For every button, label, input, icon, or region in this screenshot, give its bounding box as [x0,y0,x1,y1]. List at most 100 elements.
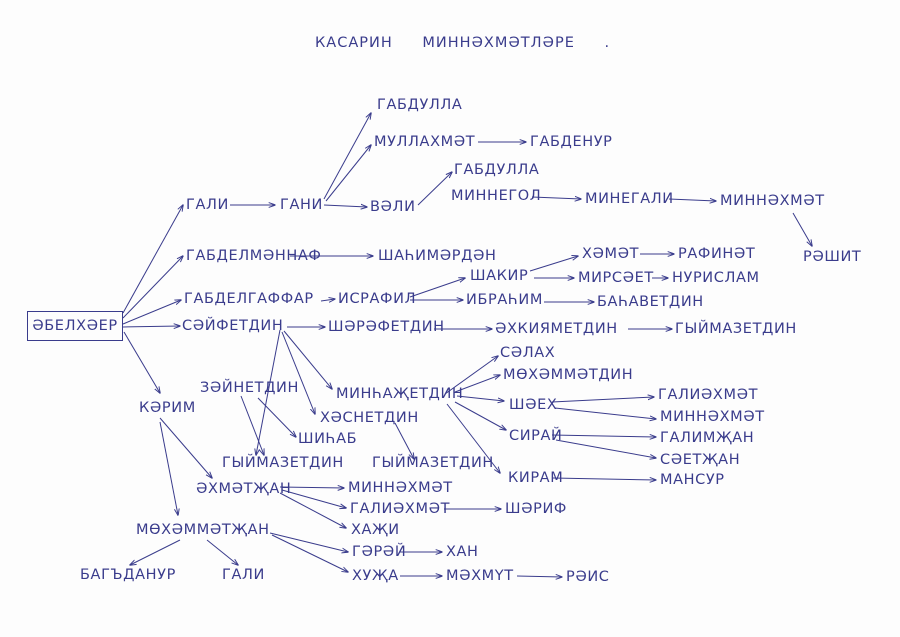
node-gabdelgaffar: ГАБДЕЛГАФФАР [184,291,314,307]
node-mukhammatdin: МӨХӘММӘТДИН [503,367,634,383]
node-shihab: ШИҺАБ [298,431,358,447]
node-karim: КӘРИМ [139,400,196,416]
edge-arrow [123,331,160,393]
edge-arrow [555,439,656,458]
edge-arrow [668,199,716,201]
node-gyimazetdin-1: ГЫЙМАЗЕТДИН [675,321,797,337]
node-israfil: ИСРАФИЛ [338,291,417,307]
node-galimjan: ГАЛИМҖАН [660,430,755,446]
node-garai: ГӘРӘЙ [352,544,407,560]
edge-arrow [394,422,414,459]
node-mullakhmat: МУЛЛАХМӘТ [374,134,476,150]
node-shaekh: ШӘЕХ [509,397,558,413]
node-sharif: ШӘРИФ [505,501,567,517]
node-gyimazetdin-3: ГЫЙМАЗЕТДИН [372,455,494,471]
node-gabdelmannaf: ГАБДЕЛМӘННАФ [186,248,322,264]
edge-arrow [792,212,812,246]
node-nurislam: НУРИСЛАМ [672,270,760,286]
edge-arrow [323,113,371,200]
node-sharafetdin: ШӘРӘФЕТДИН [328,319,445,335]
edge-arrow [159,417,212,478]
node-mansur: МАНСУР [660,472,725,488]
node-saetjan: СӘЕТҖАН [660,452,741,468]
node-minnegol: МИННЕГОЛ [451,188,542,204]
edge-arrow [206,539,238,565]
node-galiakhmat-1: ГАЛИӘХМӘТ [658,387,759,403]
node-mirsaet: МИРСӘЕТ [578,270,654,286]
node-salakh: СӘЛАХ [500,345,556,361]
edge-arrow [257,397,296,437]
node-minegali: МИНЕГАЛИ [585,191,674,207]
edge-arrow [529,256,578,272]
root-node: ӘБЕЛХӘЕР [27,311,123,341]
edge-arrow [271,534,348,572]
node-ibrahim: ИБРАҺИМ [466,292,543,308]
edge-arrow [320,299,335,301]
node-rafinat: РАФИНӘТ [678,246,756,262]
diagram-title: КАСАРИН МИННӘХМӘТЛӘРЕ . [315,35,611,51]
node-gabdulla-1: ГАБДУЛЛА [377,97,463,113]
node-minnakhmat-1: МИННӘХМӘТ [720,193,825,209]
node-shakir: ШАКИР [470,268,529,284]
node-rais: РӘИС [566,569,610,585]
node-akhmatjan: ӘХМӘТҖАН [196,481,292,497]
node-gali-1: ГАЛИ [186,197,229,213]
edge-arrow [279,492,346,528]
node-mukhammatjan: МӨХӘММӘТҖАН [136,522,270,538]
node-gali-2: ГАЛИ [222,567,265,583]
edge-arrow [409,278,465,298]
edge-arrow [444,356,498,395]
node-shahimardan: ШАҺИМӘРДӘН [378,248,497,264]
node-akhkiyametdin: ӘХКИЯМЕТДИН [495,321,618,337]
node-gabdenur: ГАБДЕНУР [530,134,613,150]
node-minnakhmat-3: МИННӘХМӘТ [348,480,453,496]
node-minnakhmat-2: МИННӘХМӘТ [660,409,765,425]
node-khaji: ХАҖИ [351,522,400,538]
node-khan: ХАН [446,544,479,560]
node-makhmut: МӘХМҮТ [446,568,514,584]
node-vali: ВӘЛИ [370,199,416,215]
edge-arrow [551,397,654,403]
node-gani: ГАНИ [280,197,323,213]
edge-arrow [269,532,348,552]
edge-arrow [159,421,178,515]
edge-arrow [281,331,315,414]
node-saifetdin: СӘЙФЕТДИН [182,318,284,334]
edge-arrow [256,329,281,455]
edge-arrow [122,205,183,314]
edge-arrow [454,375,500,393]
node-gabdulla-2: ГАБДУЛЛА [454,162,540,178]
node-galiakhmat-2: ГАЛИӘХМӘТ [350,501,451,517]
node-zainetdin: ЗӘЙНЕТДИН [200,380,299,396]
node-gyimazetdin-2: ГЫЙМАЗЕТДИН [222,455,344,471]
edge-arrow [551,435,656,437]
edge-arrow [456,395,504,401]
node-sirai: СИРАЙ [509,428,563,444]
edge-arrow [446,403,500,473]
node-khasnetdin: ХӘСНЕТДИН [320,410,419,426]
edge-arrow [279,487,344,488]
edge-arrow [130,539,181,565]
edge-arrow [122,300,181,325]
node-minhajetdin: МИНҺАҖЕТДИН [336,386,464,402]
edge-arrow [122,256,183,319]
node-khuja: ХУҖА [352,568,399,584]
root-node-label: ӘБЕЛХӘЕР [32,318,118,334]
node-bahavetdin: БАҺАВЕТДИН [597,294,704,310]
edge-arrow [323,205,367,207]
edge-arrow [122,326,180,327]
node-bagdanur: БАГЪДАНУР [80,567,176,583]
edge-arrow [417,172,452,206]
edge-arrow [454,401,506,430]
node-kiram: КИРАМ [508,470,564,486]
edge-arrow [552,478,656,480]
edge-arrow [281,489,346,508]
edge-arrow [325,145,371,202]
edge-arrow [531,197,581,199]
edge-arrow [554,407,656,419]
edge-arrow [283,330,332,389]
node-rashit: РӘШИТ [803,249,862,265]
edge-arrow [516,576,562,577]
